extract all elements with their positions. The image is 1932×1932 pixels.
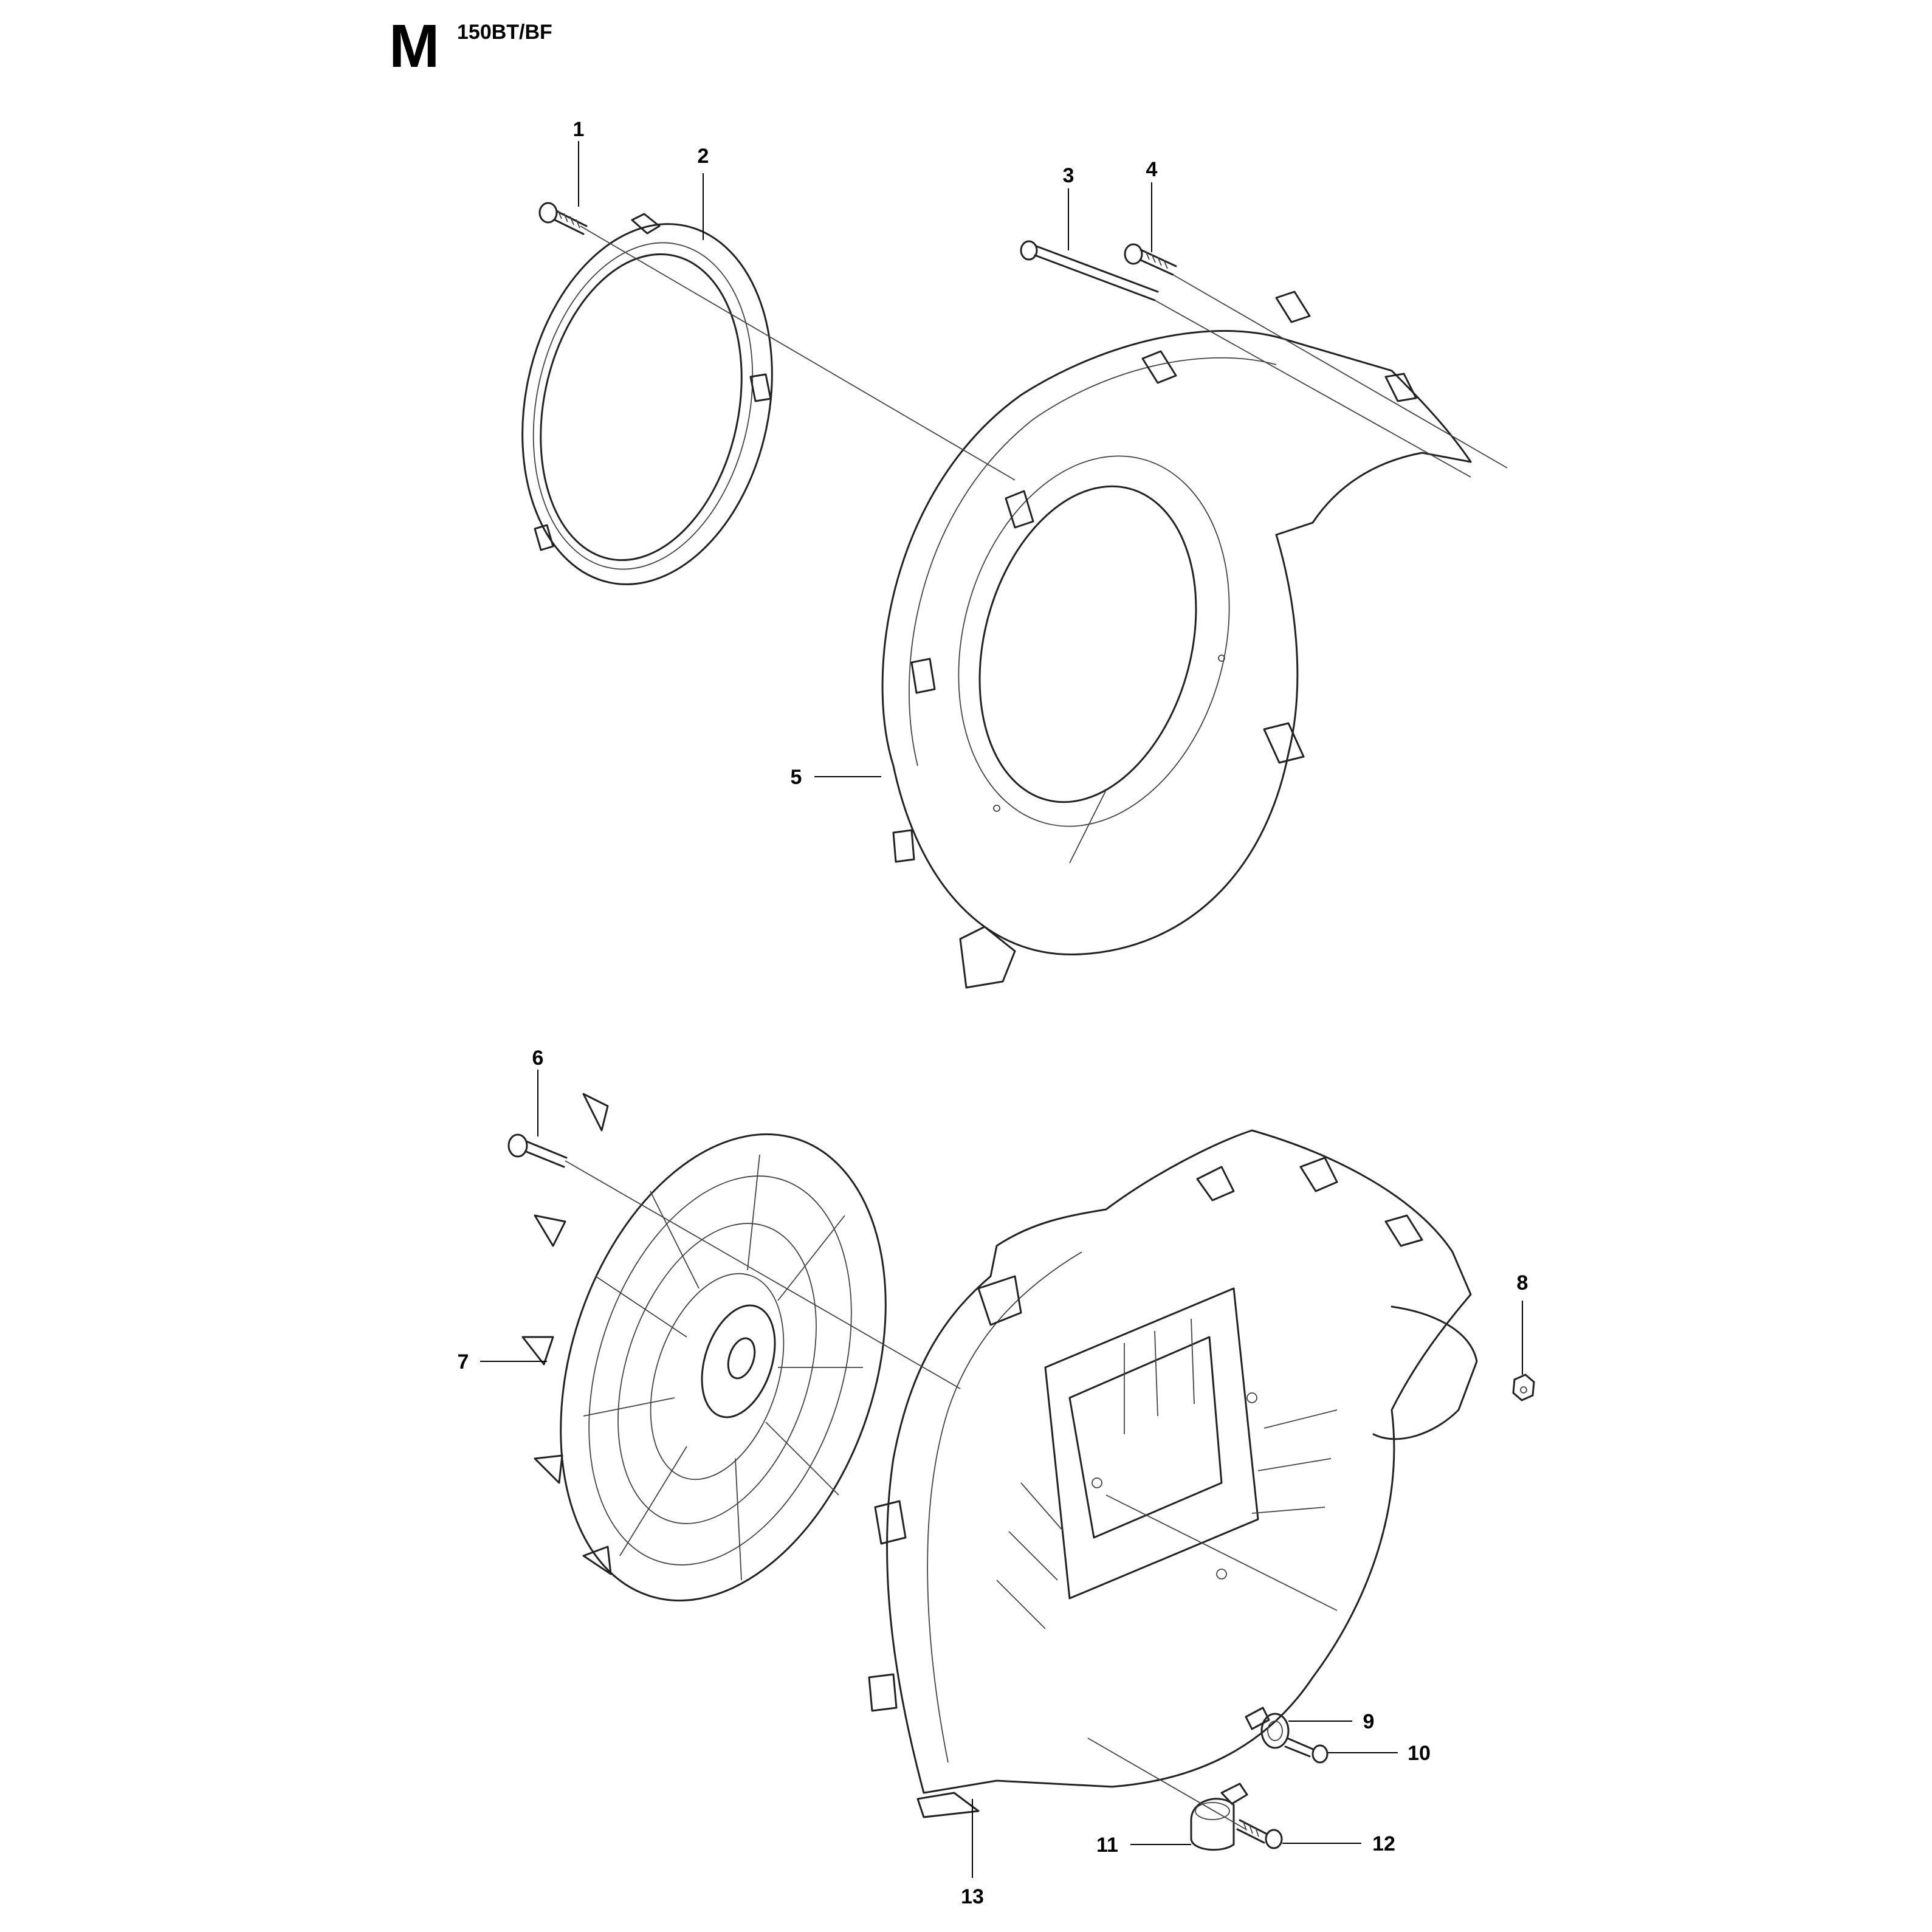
- part-11-clamp: [1190, 1782, 1248, 1851]
- callout-5: 5: [791, 766, 802, 789]
- section-letter: M: [389, 12, 440, 80]
- part-13-blower-housing: [868, 1129, 1478, 1818]
- part-10-screw: [1284, 1737, 1329, 1764]
- callout-3: 3: [1063, 164, 1074, 187]
- part-6-bolt: [507, 1133, 568, 1168]
- callout-11: 11: [1096, 1834, 1118, 1857]
- part-1-screw: [538, 202, 588, 235]
- callout-10: 10: [1408, 1742, 1431, 1765]
- part-9-clamp: [1245, 1707, 1290, 1749]
- callout-12: 12: [1372, 1832, 1395, 1855]
- callout-leaders: [480, 141, 1523, 1878]
- callout-9: 9: [1363, 1710, 1375, 1733]
- part-8-nut: [1512, 1373, 1535, 1401]
- model-label: 150BT/BF: [457, 21, 552, 44]
- part-2-inlet-ring: [521, 213, 773, 585]
- callout-6: 6: [532, 1047, 544, 1070]
- callout-7: 7: [458, 1350, 469, 1373]
- part-3-long-bolt: [1020, 240, 1159, 301]
- callout-2: 2: [698, 145, 709, 168]
- part-5-fan-cover: [881, 290, 1472, 989]
- part-7-fan-wheel: [521, 1093, 887, 1602]
- part-4-screw: [1124, 243, 1177, 276]
- callout-1: 1: [573, 118, 585, 141]
- callout-13: 13: [961, 1885, 984, 1908]
- part-12-screw: [1236, 1819, 1283, 1849]
- callout-labels: 1 2 3 4 5 6 7 8 9 10 11 12 13: [458, 118, 1528, 1908]
- callout-8: 8: [1517, 1271, 1528, 1294]
- callout-4: 4: [1146, 158, 1158, 181]
